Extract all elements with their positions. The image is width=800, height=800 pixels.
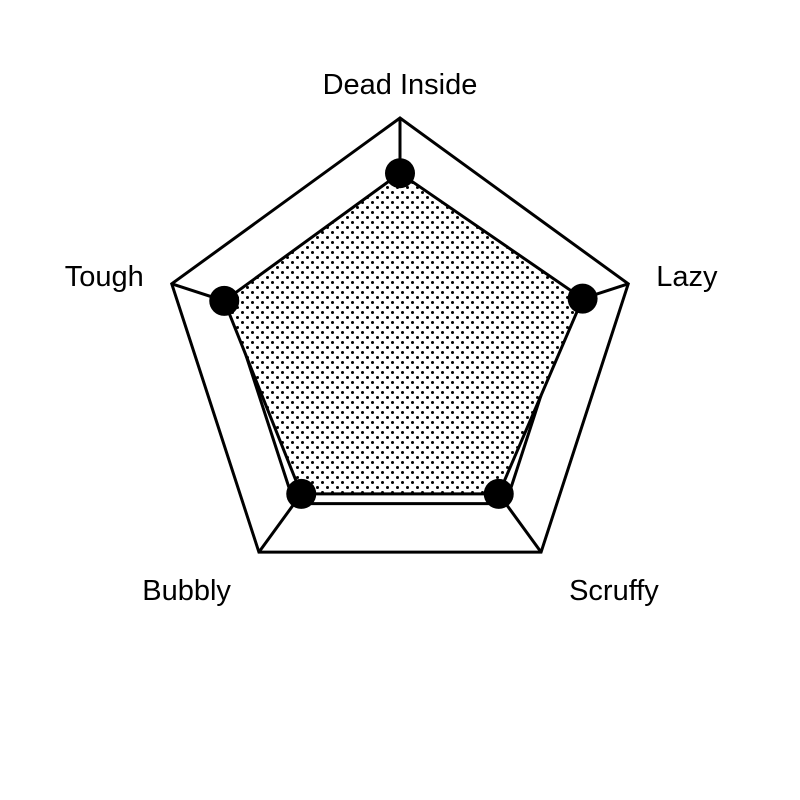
data-area-series-1: [222, 171, 585, 496]
axis-label-scruffy: Scruffy: [569, 575, 659, 607]
axis-label-bubbly: Bubbly: [142, 575, 231, 607]
radar-data: [209, 158, 598, 509]
data-point-lazy[interactable]: [567, 283, 598, 314]
data-point-dead-inside[interactable]: [385, 158, 415, 189]
axis-label-lazy: Lazy: [656, 261, 718, 293]
data-point-tough[interactable]: [209, 285, 240, 316]
axis-label-dead-inside: Dead Inside: [323, 69, 478, 101]
axis-label-tough: Tough: [65, 261, 144, 293]
data-point-scruffy[interactable]: [483, 478, 514, 509]
data-point-bubbly[interactable]: [286, 478, 317, 509]
grid-ring-4: [169, 116, 631, 554]
